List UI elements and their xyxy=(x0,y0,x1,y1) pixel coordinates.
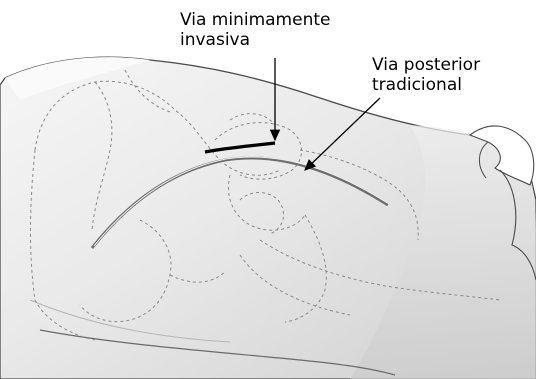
label-line: Via posterior xyxy=(372,55,480,75)
label-minimally-invasive: Via minimamente invasiva xyxy=(180,10,330,50)
label-posterior-traditional: Via posterior tradicional xyxy=(372,55,480,95)
label-line: invasiva xyxy=(180,30,330,50)
label-line: Via minimamente xyxy=(180,10,330,30)
label-line: tradicional xyxy=(372,75,480,95)
